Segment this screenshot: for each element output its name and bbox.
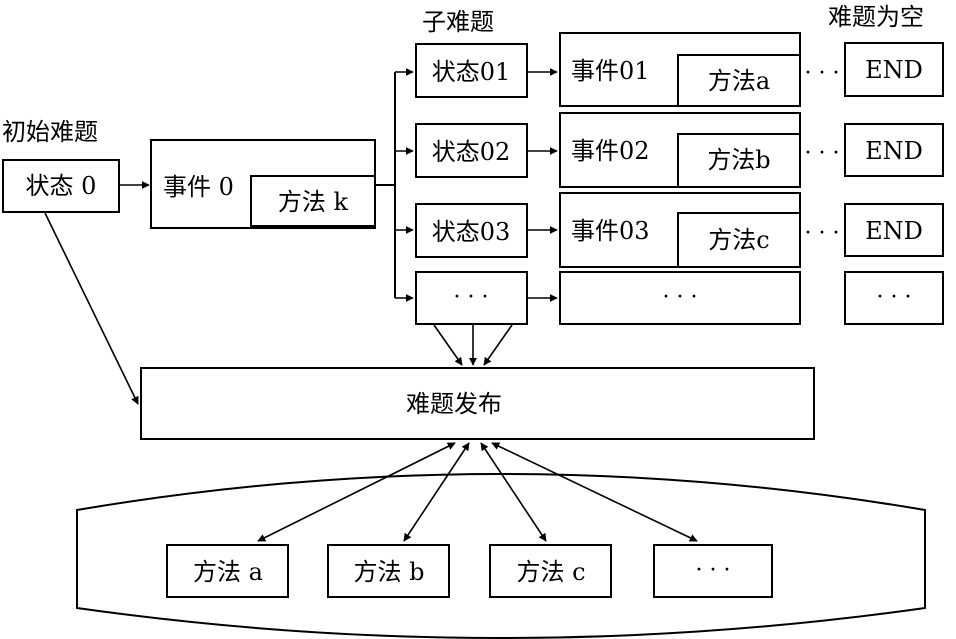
- publish-pool-arrows: [257, 442, 698, 542]
- branch-connector: [375, 68, 414, 302]
- event-0-node: 事件 0 方法 k: [150, 139, 376, 229]
- method-a-text: 方法a: [708, 67, 770, 95]
- row-01: 状态01 事件01 方法a · · · END: [415, 32, 944, 107]
- pool-method-more: · · ·: [653, 544, 773, 598]
- event-03-text: 事件03: [571, 217, 650, 245]
- end-02-text: END: [865, 137, 923, 165]
- state-0-text: 状态 0: [26, 172, 97, 200]
- row-more: · · · · · · · · ·: [415, 271, 944, 325]
- event-more-text: · · ·: [663, 285, 698, 310]
- pool-method-c-text: 方法 c: [516, 558, 585, 586]
- event-01-text: 事件01: [571, 57, 650, 85]
- problem-empty-label: 难题为空: [828, 3, 924, 31]
- initial-problem-label: 初始难题: [2, 118, 98, 146]
- publish-node: 难题发布: [140, 367, 815, 440]
- arrows-to-publish: [433, 324, 513, 366]
- method-b-text: 方法b: [707, 146, 770, 174]
- row-02: 状态02 事件02 方法b · · · END: [415, 112, 944, 188]
- pool-method-c: 方法 c: [489, 544, 612, 598]
- method-k-text: 方法 k: [278, 188, 349, 216]
- subproblem-label: 子难题: [422, 8, 494, 36]
- ellipsis-02: · · ·: [805, 141, 840, 166]
- row-03: 状态03 事件03 方法c · · · END: [415, 192, 944, 268]
- pool-method-a: 方法 a: [166, 544, 289, 598]
- event-0-text: 事件 0: [163, 173, 234, 201]
- pool-method-a-text: 方法 a: [193, 558, 263, 586]
- ellipsis-03: · · ·: [805, 221, 840, 246]
- arrow-state0-publish: [44, 212, 139, 405]
- pool-method-b: 方法 b: [327, 544, 450, 598]
- state-more-text: · · ·: [454, 285, 489, 310]
- end-01-text: END: [865, 56, 923, 84]
- state-0-node: 状态 0: [2, 159, 120, 213]
- event-02-text: 事件02: [571, 137, 650, 165]
- publish-text: 难题发布: [406, 390, 502, 418]
- pool-method-more-text: · · ·: [696, 558, 731, 583]
- state-01-text: 状态01: [432, 58, 511, 86]
- end-03-text: END: [865, 217, 923, 245]
- ellipsis-01: · · ·: [805, 61, 840, 86]
- state-02-text: 状态02: [432, 138, 511, 166]
- pool-method-b-text: 方法 b: [354, 558, 425, 586]
- method-c-text: 方法c: [708, 226, 769, 254]
- state-03-text: 状态03: [432, 218, 511, 246]
- end-more-text: · · ·: [877, 285, 912, 310]
